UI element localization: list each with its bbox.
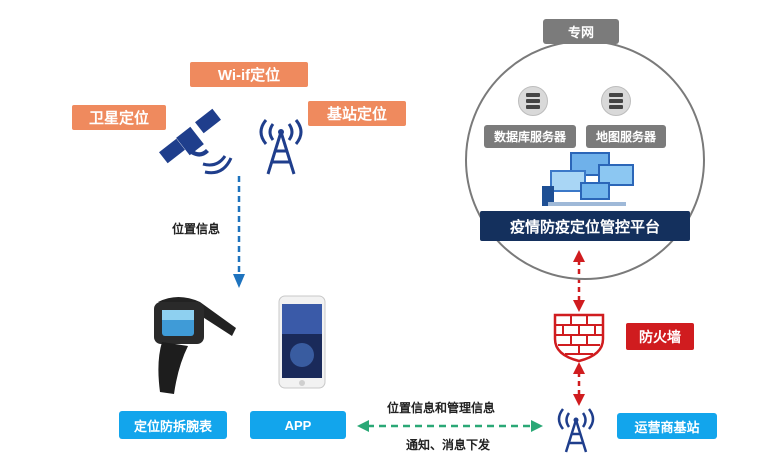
app-label[interactable]: APP: [250, 411, 346, 439]
base-station-positioning-tag: 基站定位: [308, 101, 406, 126]
carrier-station-label: 运营商基站: [617, 413, 717, 439]
carrier-base-station-icon: [557, 408, 595, 453]
computer-terminals-image: [542, 152, 634, 206]
map-server-icon: [601, 86, 631, 116]
link-arrow: [357, 420, 543, 432]
location-arrow: [233, 176, 245, 288]
link-label-top: 位置信息和管理信息: [387, 401, 496, 415]
wifi-positioning-tag: Wi-if定位: [190, 62, 308, 87]
base-station-icon: [259, 119, 303, 175]
platform-label: 疫情防疫定位管控平台: [480, 211, 690, 241]
phone-image: [278, 295, 326, 389]
private-network-label: 专网: [543, 19, 619, 44]
link-label-bottom: 通知、消息下发: [406, 438, 491, 452]
watch-image: [154, 297, 236, 394]
satellite-positioning-tag: 卫星定位: [72, 105, 166, 130]
satellite-icon: [159, 108, 233, 175]
firewall-label: 防火墙: [626, 323, 694, 350]
firewall-icon: [553, 313, 605, 363]
map-server-label: 地图服务器: [586, 125, 666, 148]
location-info-label: 位置信息: [172, 222, 221, 236]
db-server-label: 数据库服务器: [484, 125, 576, 148]
watch-label: 定位防拆腕表: [119, 411, 227, 439]
firewall-station-arrow: [573, 362, 585, 406]
db-server-icon: [518, 86, 548, 116]
